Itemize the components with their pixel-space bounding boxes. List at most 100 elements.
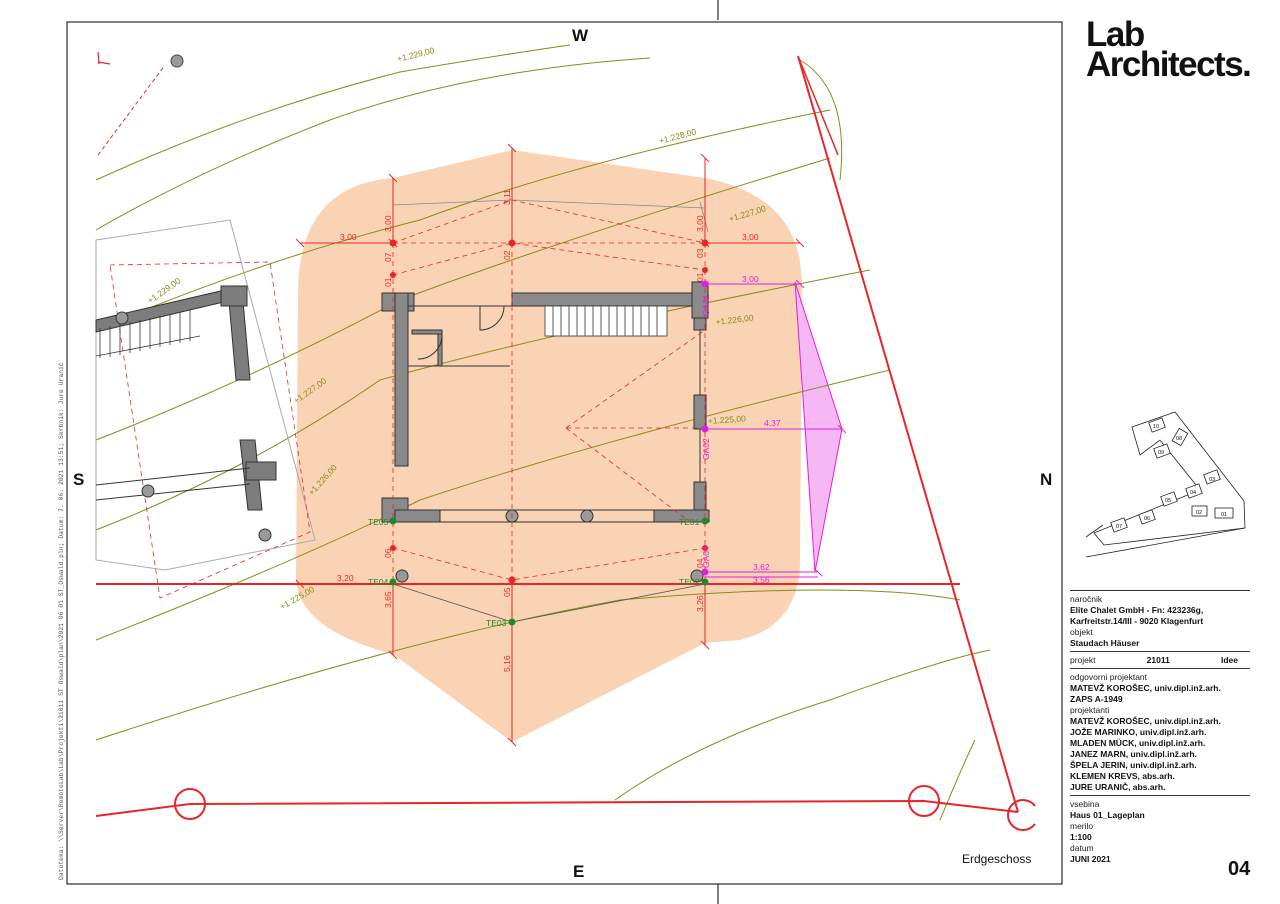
house-number: 07 <box>1116 524 1122 530</box>
point-label: TE01 <box>679 517 700 527</box>
scale-value: 1:100 <box>1070 832 1092 842</box>
point-label: 03 <box>695 248 705 258</box>
red-points <box>389 239 709 584</box>
project-row: projekt 21011 Idee <box>1070 655 1250 666</box>
green-points <box>389 517 709 626</box>
tree-marker <box>170 54 184 68</box>
house-number: 02 <box>1196 510 1202 516</box>
compass-south: S <box>73 470 85 489</box>
contour-line-a <box>95 57 651 231</box>
project-label: projekt <box>1070 655 1096 665</box>
contour-line-c <box>614 649 991 801</box>
gauge-label: GA01 <box>701 294 711 316</box>
contour-label: +1.225,00 <box>707 413 746 426</box>
logo-line-1: Lab <box>1086 15 1145 54</box>
gauge-label: GA02 <box>701 438 711 460</box>
client-line-1: Elite Chalet GmbH - Fn: 423236g, <box>1070 605 1204 615</box>
designers-label: projektanti <box>1070 705 1110 715</box>
content-value: Haus 01_Lageplan <box>1070 810 1145 820</box>
dim-label: 4,37 <box>764 418 781 428</box>
compass-east: E <box>573 862 585 881</box>
gauge-label: GA04 <box>701 546 711 568</box>
point-label: TE03 <box>486 618 507 628</box>
contour-line-1228 <box>95 109 831 331</box>
house-lines <box>408 305 701 523</box>
compass-west: W <box>572 26 589 45</box>
stair <box>544 305 668 337</box>
logo-line-2: Architects. <box>1086 45 1252 84</box>
neighbor-building <box>95 219 316 599</box>
plot-boundary <box>95 51 1036 831</box>
point-label: 01 <box>383 277 393 287</box>
house-number: 05 <box>1165 498 1171 504</box>
house-number: 09 <box>1158 450 1164 456</box>
dim-label: 3,00 <box>742 274 759 284</box>
house-number: 06 <box>1144 516 1150 522</box>
dim-label: 3,00 <box>742 232 759 242</box>
point-label: TE02 <box>679 577 700 587</box>
dim-label: 3,56 <box>753 575 770 585</box>
dim-label: 3,65 <box>383 591 393 608</box>
survey-lines <box>392 583 706 623</box>
dim-label: 3,11 <box>502 189 512 205</box>
drawing-frame <box>66 21 1063 885</box>
company-logo: Lab Architects. <box>1086 15 1252 84</box>
client-line-2: Karfreitstr.14/III - 9020 Klagenfurt <box>1070 616 1204 626</box>
gauge-labels: 3,00 4,37 3,62 3,56 GA01 GA02 GA04 <box>701 274 781 585</box>
object-value: Staudach Häuser <box>1070 638 1140 648</box>
house-number: 04 <box>1190 490 1196 496</box>
file-path-note: Datoteka: \\Server\RemoteLab\Lab\Projekt… <box>58 362 65 880</box>
setback-triangle <box>794 281 843 573</box>
neighbor-dash-line <box>97 64 166 156</box>
point-label: 04 <box>695 558 705 568</box>
date-label: datum <box>1070 843 1094 853</box>
buffer-zone <box>296 150 802 742</box>
dim-label: 5,16 <box>502 655 512 672</box>
dimension-labels: 3,00 3,00 3,00 3,00 3,11 3,20 3,65 3,26 … <box>337 189 759 672</box>
sheet-number: 04 <box>1228 858 1251 880</box>
responsible-name: MATEVŽ KOROŠEC, univ.dipl.inž.arh. <box>1070 683 1221 693</box>
designer-name: JANEZ MARN, univ.dipl.inž.arh. <box>1070 749 1197 759</box>
designer-name: ŠPELA JERIN, univ.dipl.inž.arh. <box>1070 760 1197 770</box>
house-number: 03 <box>1209 477 1215 483</box>
key-map <box>1085 411 1246 558</box>
contour-line-d <box>799 59 843 181</box>
point-label: 02 <box>502 250 512 260</box>
object-label: objekt <box>1070 627 1093 637</box>
designer-name: MATEVŽ KOROŠEC, univ.dipl.inž.arh. <box>1070 716 1221 726</box>
dim-label: 3,00 <box>383 215 393 232</box>
dim-label: 3,00 <box>695 215 705 232</box>
point-label: 07 <box>383 252 393 262</box>
gauge-dimension-lines <box>705 279 847 578</box>
magenta-points <box>701 280 709 576</box>
contour-line-1225 <box>95 369 891 641</box>
project-phase: Idee <box>1220 655 1238 665</box>
contour-line-e <box>939 739 976 821</box>
compass-north: N <box>1040 470 1053 489</box>
dimension-lines <box>300 148 800 742</box>
dim-label: 3,26 <box>695 595 705 612</box>
content-label: vsebina <box>1070 799 1100 809</box>
point-label: TE04 <box>368 577 389 587</box>
point-label: 05 <box>502 587 512 597</box>
designer-name: JOŽE MARINKO, univ.dipl.inž.arh. <box>1070 727 1207 737</box>
point-label: 06 <box>383 548 393 558</box>
date-value: JUNI 2021 <box>1070 854 1111 864</box>
dim-label: 3,20 <box>337 573 354 583</box>
client-label: naročnik <box>1070 594 1103 604</box>
point-label: TE05 <box>368 517 389 527</box>
contour-line-b <box>95 589 961 741</box>
scale-label: merilo <box>1070 821 1094 831</box>
contour-label: +1.226,00 <box>715 312 754 327</box>
floor-label: Erdgeschoss <box>962 852 1032 866</box>
point-labels: TE01 TE02 TE03 TE04 TE05 <box>368 517 700 628</box>
contour-label: +1.229,00 <box>396 45 436 64</box>
house-number: 01 <box>1221 512 1227 518</box>
house-number: 08 <box>1176 436 1182 442</box>
designer-name: KLEMEN KREVS, abs.arh. <box>1070 771 1175 781</box>
contour-line-1229 <box>95 44 571 181</box>
dim-label: 3,00 <box>340 232 357 242</box>
house-number: 10 <box>1153 424 1159 430</box>
key-map-labels: 10 08 09 03 04 05 02 01 07 06 <box>1116 424 1227 530</box>
responsible-registration: ZAPS A-1949 <box>1070 694 1123 704</box>
